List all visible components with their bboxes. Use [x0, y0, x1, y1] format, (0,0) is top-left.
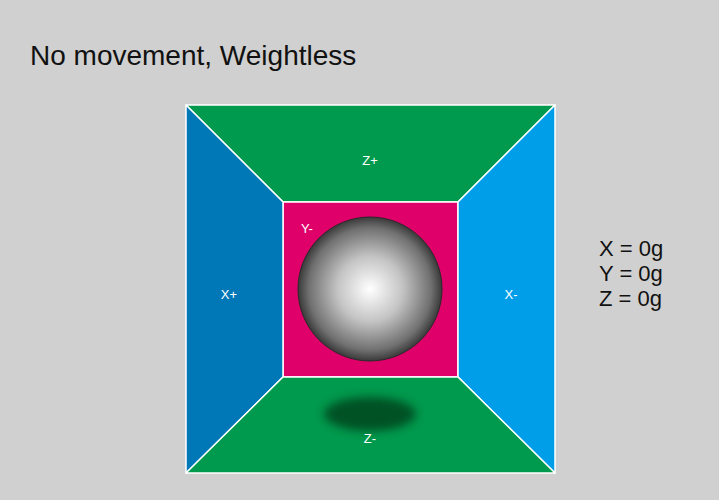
axis-label: Z+: [362, 154, 378, 167]
axis-label: X-: [505, 288, 518, 301]
diagram-title: No movement, Weightless: [30, 42, 356, 70]
axis-label: X+: [221, 288, 237, 301]
face-shape: [186, 377, 555, 473]
face-polygon: [186, 377, 555, 473]
g-readout: Y = 0g: [599, 263, 663, 285]
ball-shadow: [324, 397, 416, 431]
axis-label: Z-: [364, 432, 376, 445]
bottom-face: Z-: [186, 377, 555, 473]
g-readout: Z = 0g: [599, 288, 662, 310]
back-face: Y-: [283, 202, 458, 377]
g-readout: X = 0g: [599, 238, 663, 260]
axis-label: Y-: [301, 222, 313, 235]
ball: [298, 217, 442, 361]
face-polygon: [283, 202, 458, 377]
